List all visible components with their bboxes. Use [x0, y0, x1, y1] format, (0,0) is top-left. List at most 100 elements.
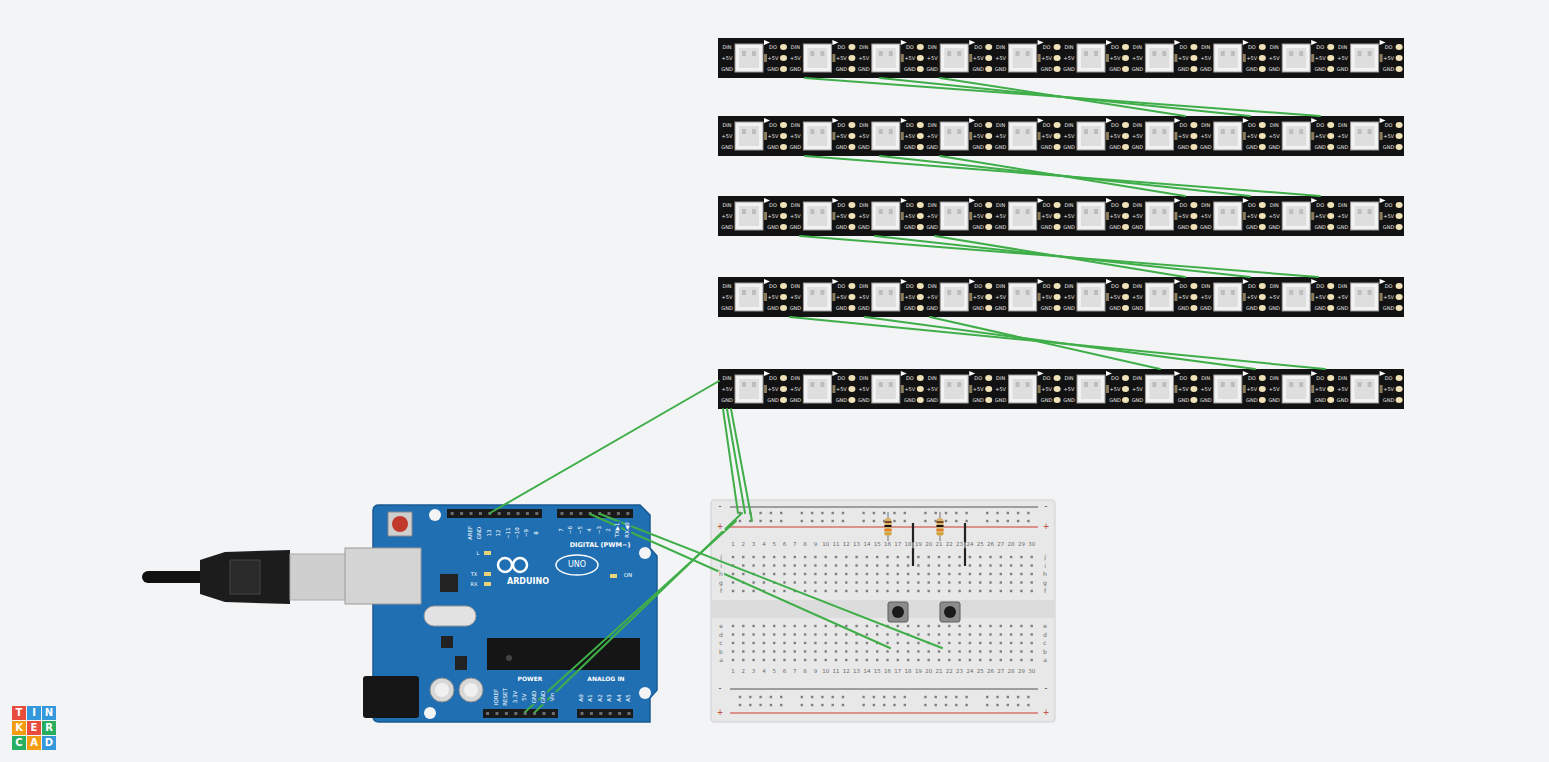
breadboard-hole — [955, 696, 957, 698]
breadboard-hole — [945, 520, 947, 522]
led-die — [889, 129, 893, 134]
breadboard-body — [711, 500, 1055, 722]
solder-pad — [1054, 133, 1061, 139]
solder-pad — [1190, 44, 1197, 50]
breadboard-hole — [989, 659, 991, 661]
column-number: 11 — [832, 669, 841, 675]
breadboard-hole — [845, 564, 847, 566]
header-pin — [526, 512, 529, 515]
direction-arrow — [764, 118, 770, 123]
pad-label: DO — [906, 376, 914, 381]
breadboard-hole — [821, 704, 823, 706]
pad-label: DO — [769, 376, 777, 381]
led-package — [1282, 375, 1310, 403]
breadboard-hole — [886, 564, 888, 566]
led-die — [1152, 290, 1156, 295]
pad-label: GND — [1337, 67, 1348, 72]
pin-label: GND — [532, 690, 538, 705]
capacitor-symbol — [1106, 385, 1109, 393]
led-die — [1162, 290, 1166, 295]
breadboard-hole — [958, 625, 960, 627]
breadboard-hole — [763, 633, 765, 635]
breadboard-hole — [907, 556, 909, 558]
solder-pad — [780, 397, 787, 403]
pad-label: GND — [836, 67, 847, 72]
pad-label: GND — [1109, 225, 1120, 230]
breadboard-hole — [979, 625, 981, 627]
pad-label: DO — [769, 45, 777, 50]
led-package — [1351, 375, 1379, 403]
pad-label: DO — [1043, 123, 1051, 128]
led-package — [872, 283, 900, 311]
pad-label: DO — [769, 203, 777, 208]
breadboard-hole — [958, 642, 960, 644]
breadboard-hole — [1017, 512, 1019, 514]
breadboard-hole — [773, 625, 775, 627]
pad-label: DIN — [1201, 376, 1210, 381]
breadboard-hole — [876, 659, 878, 661]
led-die — [1016, 209, 1020, 214]
breadboard-hole — [989, 625, 991, 627]
led-die — [820, 51, 824, 56]
pad-label: GND — [1063, 306, 1074, 311]
pad-label: GND — [1200, 225, 1211, 230]
led-package — [803, 122, 831, 150]
breadboard-holes — [732, 512, 1033, 706]
rail-sign: - — [718, 685, 723, 693]
led-label: RX — [470, 582, 479, 587]
solder-pad — [1054, 144, 1061, 150]
solder-pad — [848, 386, 855, 392]
led-lens — [944, 126, 964, 146]
solder-pad — [1122, 224, 1129, 230]
led-strips — [718, 38, 1404, 409]
column-number: 3 — [751, 542, 757, 548]
breadboard-hole — [969, 633, 971, 635]
pad-label: GND — [1200, 145, 1211, 150]
pad-label: +5V — [1041, 134, 1052, 139]
pad-label: +5V — [1337, 134, 1348, 139]
pin-label: ~5 — [578, 525, 584, 535]
solder-pad — [1190, 305, 1197, 311]
breadboard-hole — [811, 520, 813, 522]
header-title: POWER — [517, 676, 544, 682]
pad-label: +5V — [1132, 295, 1143, 300]
breadboard-hole — [1010, 556, 1012, 558]
pin-label: 7 — [559, 527, 565, 533]
pad-label: DIN — [928, 376, 937, 381]
breadboard — [711, 500, 1055, 722]
pad-label: GND — [972, 225, 983, 230]
pad-label: GND — [972, 306, 983, 311]
solder-pad — [1259, 144, 1266, 150]
column-number: 30 — [1027, 542, 1036, 548]
breadboard-hole — [1010, 573, 1012, 575]
breadboard-hole — [825, 650, 827, 652]
capacitor-symbol — [1038, 212, 1041, 220]
led-lens — [1286, 48, 1306, 68]
breadboard-hole — [907, 625, 909, 627]
direction-arrow — [1106, 40, 1112, 45]
pad-label: GND — [721, 145, 732, 150]
pad-label: DIN — [1133, 45, 1142, 50]
breadboard-hole — [1027, 512, 1029, 514]
breadboard-hole — [814, 625, 816, 627]
wire — [800, 236, 1318, 277]
pad-label: +5V — [1178, 387, 1189, 392]
breadboard-hole — [842, 704, 844, 706]
capacitor-symbol — [1174, 293, 1177, 301]
mount-hole — [429, 509, 441, 521]
pad-label: DIN — [1064, 123, 1073, 128]
breadboard-hole — [773, 564, 775, 566]
pin-label: IOREF — [494, 688, 500, 706]
breadboard-hole — [855, 650, 857, 652]
pad-label: DIN — [1338, 376, 1347, 381]
breadboard-hole — [825, 581, 827, 583]
solder-pad — [1327, 122, 1334, 128]
breadboard-hole — [794, 556, 796, 558]
breadboard-hole — [845, 633, 847, 635]
pad-label: +5V — [1200, 295, 1211, 300]
breadboard-hole — [832, 696, 834, 698]
led-die — [742, 382, 746, 387]
pad-label: GND — [1200, 306, 1211, 311]
wire — [805, 78, 1320, 116]
pad-label: GND — [1041, 306, 1052, 311]
